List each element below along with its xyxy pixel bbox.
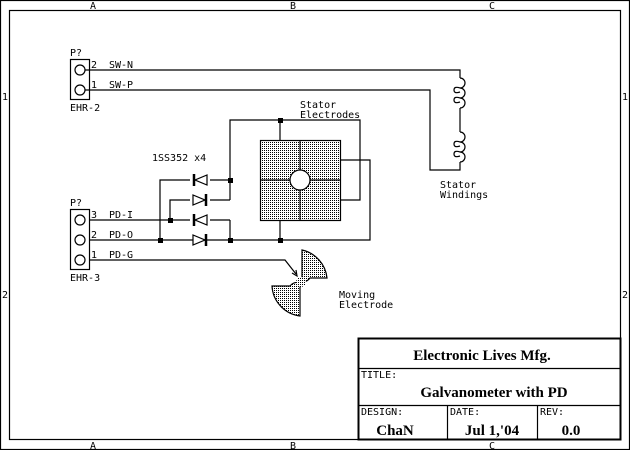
row-label-1-right: 1 <box>622 92 628 103</box>
pin-number: 3 <box>91 210 97 221</box>
pin-circle <box>74 214 86 226</box>
annotations: 1SS352 x4 Stator Electrodes Stator Windi… <box>152 100 488 311</box>
wire <box>159 179 190 240</box>
title-block: Electronic Lives Mfg. TITLE: Galvanomete… <box>357 337 622 441</box>
row-label-2: 2 <box>2 290 8 301</box>
pin-number: 2 <box>91 60 97 71</box>
rev-label: REV: <box>540 407 564 418</box>
moving-electrode-label: Moving <box>339 290 375 301</box>
drawing-date: Jul 1,'04 <box>465 423 520 439</box>
stator-windings-label: Windings <box>440 190 488 201</box>
diode-icon <box>192 174 208 186</box>
wires-electrodes <box>90 118 371 243</box>
inductor-icon <box>453 131 466 163</box>
column-label-c: C <box>489 1 495 12</box>
designer-name: ChaN <box>376 423 414 439</box>
design-label: DESIGN: <box>361 407 403 418</box>
title-block-frame <box>357 337 622 441</box>
date-label: DATE: <box>450 407 480 418</box>
pin-circle <box>74 84 86 96</box>
junction-dot <box>158 238 163 243</box>
title-label: TITLE: <box>361 370 397 381</box>
revision: 0.0 <box>562 423 581 439</box>
junction-dot <box>278 238 283 243</box>
pin-circle <box>74 254 86 266</box>
stator-electrodes-label: Stator <box>300 100 336 111</box>
stator-windings-label: Stator <box>440 180 476 191</box>
drawing-title: Galvanometer with PD <box>420 385 567 401</box>
connector-body <box>69 58 91 101</box>
column-label-a-bottom: A <box>90 441 96 450</box>
net-label-sw-p: SW-P <box>109 80 133 91</box>
arrow-icon <box>291 269 298 278</box>
pin-number: 1 <box>91 250 97 261</box>
net-label-pd-i: PD-I <box>109 210 133 221</box>
junction-dot <box>168 218 173 223</box>
junction-dot <box>228 238 233 243</box>
column-label-b: B <box>290 1 296 12</box>
diode-icon <box>192 214 208 226</box>
junction-dot <box>278 118 283 123</box>
pin-circle <box>74 234 86 246</box>
stator-electrodes[interactable] <box>259 139 342 222</box>
connector-ref: P? <box>70 48 82 59</box>
diode-icon <box>192 234 208 246</box>
pin-number: 2 <box>91 230 97 241</box>
net-label-pd-g: PD-G <box>109 250 133 261</box>
company-name: Electronic Lives Mfg. <box>413 348 551 364</box>
column-label-a: A <box>90 1 96 12</box>
junction-dot <box>228 178 233 183</box>
diode-icon <box>192 194 208 206</box>
moving-electrode[interactable] <box>90 249 328 317</box>
rotor-vane <box>271 281 301 317</box>
wire-sw-p <box>85 89 461 171</box>
pin-number: 1 <box>91 80 97 91</box>
stator-electrodes-label: Electrodes <box>300 110 360 121</box>
inductor-icon <box>453 77 466 109</box>
connector-ehr3[interactable]: P? 3 PD-I 2 PD-O 1 PD-G EHR-3 <box>69 198 133 284</box>
rotor-vane <box>301 249 328 283</box>
wire-pd-g <box>90 259 297 275</box>
column-label-b-bottom: B <box>290 441 296 450</box>
row-label-2-right: 2 <box>622 290 628 301</box>
wires-windings <box>85 69 466 171</box>
moving-electrode-label: Electrode <box>339 300 393 311</box>
connector-ref: P? <box>70 198 82 209</box>
diode-part-label: 1SS352 x4 <box>152 153 206 164</box>
connector-body <box>69 208 91 271</box>
connector-part: EHR-3 <box>70 273 100 284</box>
row-label-1: 1 <box>2 92 8 103</box>
wire <box>169 199 190 220</box>
stator-hole <box>289 169 311 191</box>
connector-part: EHR-2 <box>70 103 100 114</box>
inner-frame <box>8 9 622 441</box>
wire-electrode-top <box>229 119 361 201</box>
wire-sw-n <box>85 69 461 78</box>
connector-ehr2[interactable]: P? 2 SW-N 1 SW-P EHR-2 <box>69 48 133 114</box>
diodes[interactable] <box>192 174 208 246</box>
net-label-sw-n: SW-N <box>109 60 133 71</box>
pin-circle <box>74 64 86 76</box>
column-label-c-bottom: C <box>489 441 495 450</box>
net-label-pd-o: PD-O <box>109 230 133 241</box>
rotor-hub <box>296 277 306 287</box>
